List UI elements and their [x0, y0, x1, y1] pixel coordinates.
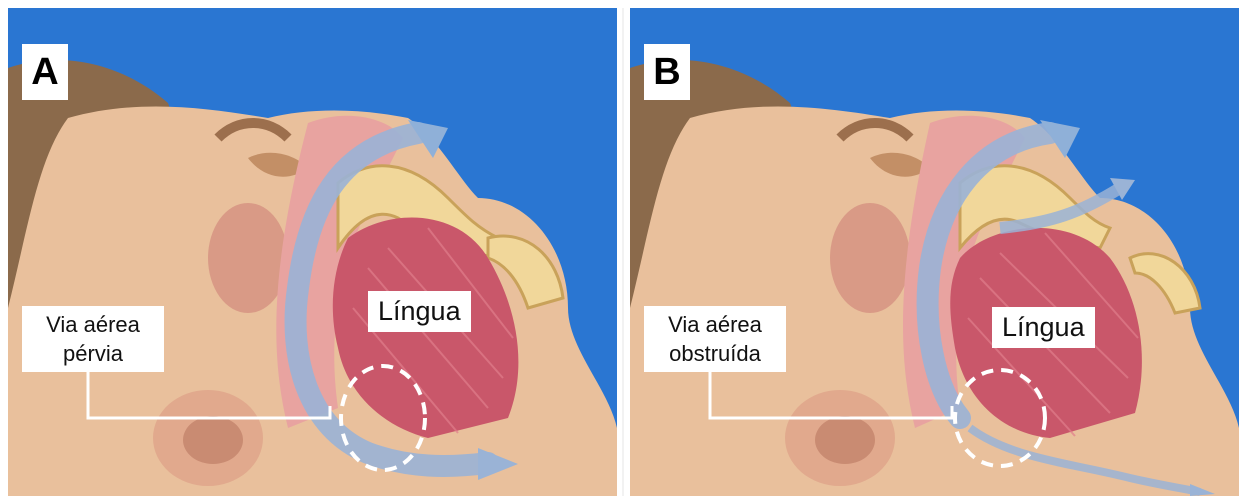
panel-a-open-airway: A Via aérea pérvia Língua [8, 8, 617, 496]
ear-inner [183, 416, 243, 464]
panel-letter-b: B [644, 44, 690, 100]
head-illustration-a [8, 8, 617, 496]
airway-label-open: Via aérea pérvia [22, 306, 164, 372]
panel-divider [622, 8, 624, 496]
panel-b-obstructed-airway: B Via aérea obstruída Língua [630, 8, 1239, 496]
head-illustration-b [630, 8, 1239, 496]
airway-label-line1: Via aérea [650, 310, 780, 339]
airway-label-line1: Via aérea [28, 310, 158, 339]
airway-label-line2: obstruída [650, 339, 780, 368]
ear-inner [815, 416, 875, 464]
cheek [830, 203, 910, 313]
airway-label-obstructed: Via aérea obstruída [644, 306, 786, 372]
airway-label-line2: pérvia [28, 339, 158, 368]
tongue-label-b: Língua [992, 307, 1095, 348]
tongue-label-a: Língua [368, 291, 471, 332]
cheek [208, 203, 288, 313]
panel-letter-a: A [22, 44, 68, 100]
